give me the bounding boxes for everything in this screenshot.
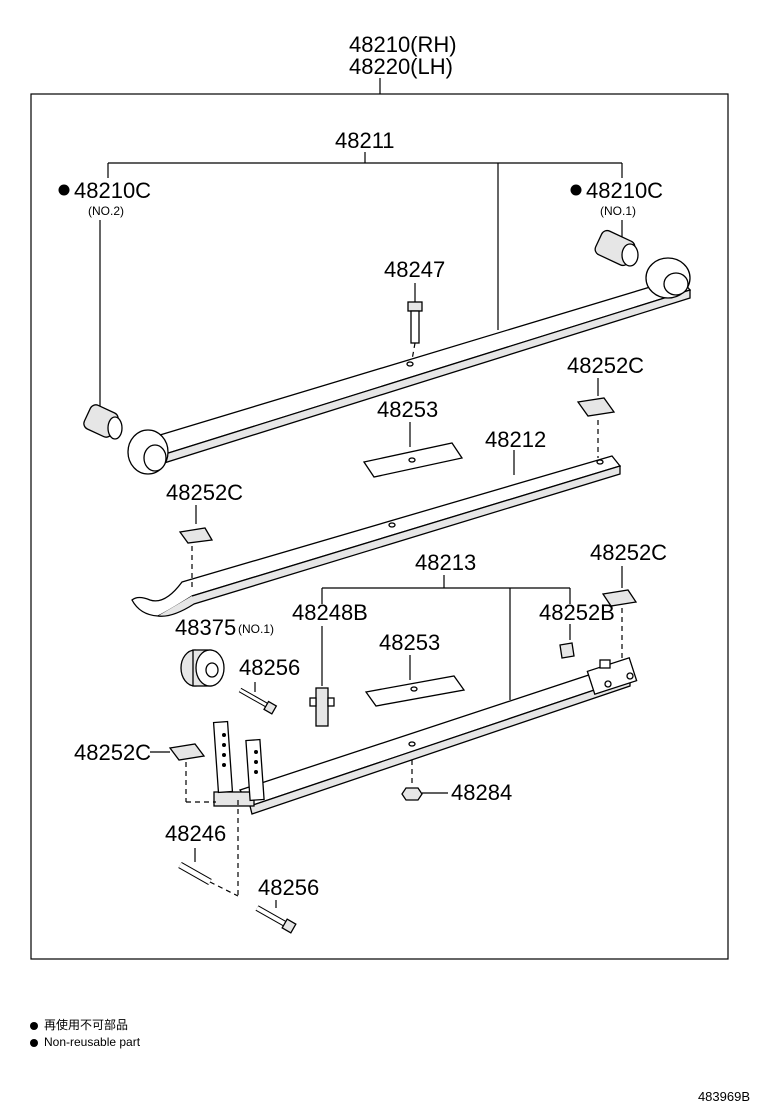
label-48210c-right: 48210C — [586, 178, 663, 203]
legend-en-text: Non-reusable part — [44, 1035, 141, 1049]
label-48248b: 48248B — [292, 600, 368, 625]
bushing-48210c-no1 — [594, 229, 639, 267]
label-48247: 48247 — [384, 257, 445, 282]
label-48252b: 48252B — [539, 600, 615, 625]
non-reusable-dot-right — [570, 184, 582, 196]
label-48256-a: 48256 — [239, 655, 300, 680]
legend-en: Non-reusable part — [30, 1034, 140, 1050]
label-48246: 48246 — [165, 821, 226, 846]
bullet-icon — [30, 1021, 38, 1030]
bushing-48210c-no2 — [83, 404, 123, 440]
label-48253-b: 48253 — [379, 630, 440, 655]
label-48375-sub: (NO.1) — [238, 622, 274, 636]
label-48211: 48211 — [335, 128, 395, 153]
clip-48248b — [309, 687, 335, 727]
main-leaf-48211 — [127, 257, 692, 475]
leaf-48212 — [131, 455, 622, 617]
pad-48252c-c — [601, 589, 638, 607]
non-reusable-dot-left — [58, 184, 70, 196]
label-48210c-left-sub: (NO.2) — [88, 204, 124, 218]
clip-48252b — [559, 642, 575, 659]
label-48252c-c: 48252C — [590, 540, 667, 565]
label-48210c-left: 48210C — [74, 178, 151, 203]
bolt-48256-a — [238, 687, 278, 715]
label-48375: 48375 — [175, 615, 236, 640]
legend-jp-text: 再使用不可部品 — [44, 1018, 129, 1032]
pin-48246 — [178, 861, 212, 886]
diagram-code: 483969B — [697, 1089, 750, 1104]
label-48210-rh: 48210(RH) — [349, 32, 457, 57]
leaf-48213 — [212, 656, 638, 815]
nut-48284 — [401, 787, 423, 801]
pad-48252c-d — [168, 743, 206, 761]
label-48252c-b: 48252C — [166, 480, 243, 505]
pad-48252c-a — [576, 397, 616, 417]
label-48220-lh: 48220(LH) — [349, 54, 453, 79]
center-bolt-48247 — [407, 301, 423, 344]
legend-jp: 再使用不可部品 — [30, 1017, 128, 1033]
label-48253-a: 48253 — [377, 397, 438, 422]
label-48252c-a: 48252C — [567, 353, 644, 378]
label-48212: 48212 — [485, 427, 546, 452]
label-48252c-d: 48252C — [74, 740, 151, 765]
pad-48252c-b — [178, 527, 214, 544]
bolt-48256-b — [255, 905, 297, 934]
bushing-48375 — [180, 649, 225, 687]
label-48256-b: 48256 — [258, 875, 319, 900]
label-48210c-right-sub: (NO.1) — [600, 204, 636, 218]
label-48213: 48213 — [415, 550, 476, 575]
bullet-icon — [30, 1038, 38, 1047]
label-48284: 48284 — [451, 780, 512, 805]
